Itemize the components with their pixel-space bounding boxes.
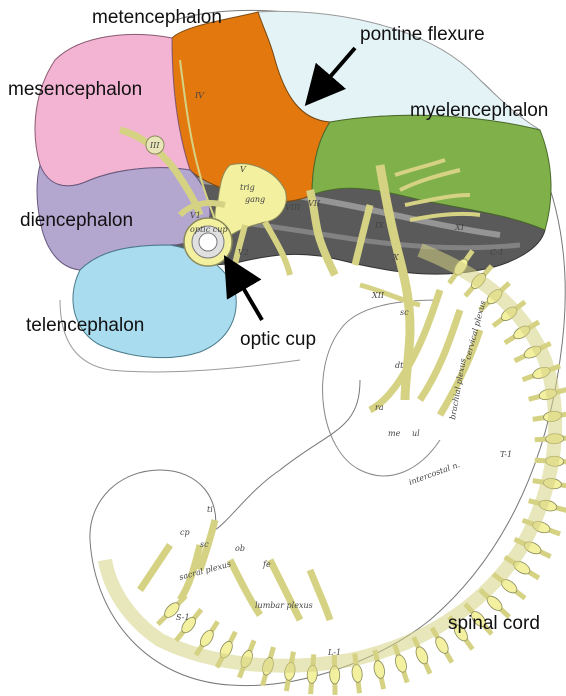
optic-cup-label: optic cup [240,330,316,349]
small-label-sc: sc [200,540,209,549]
sacral-plexus [140,520,215,600]
lumbar-plexus [230,560,330,620]
nerve-III-label: III [149,141,160,150]
segment-t1-label: T-1 [500,450,512,459]
small-label-ra: ra [375,403,384,412]
lumbar-plexus-label: lumbar plexus [255,601,313,610]
small-label-dt: dt [395,361,404,370]
nerve-V1-label: V1 [190,211,201,220]
small-label-sc2: sc [400,308,409,317]
nerve-XI-label: XI [454,223,465,232]
inner-cavity-outline [323,300,440,476]
nerve-V2-label: V2 [238,248,249,257]
diencephalon-label: diencephalon [20,211,133,230]
nerve-VII-label: VII [308,199,321,208]
segment-l1-label: L-1 [327,648,341,657]
mesencephalon-label: mesencephalon [8,80,142,99]
spinal-cord-label: spinal cord [448,614,540,633]
segment-s1-label: S-1 [176,613,190,622]
nerve-IX-label: IX [374,221,384,230]
segment-c1-label: C-1 [490,248,504,257]
spinal-ganglion [372,660,386,680]
spinal-ganglion [351,664,363,683]
optic-cup-inner-label: optic cup [190,225,228,234]
metencephalon-label: metencephalon [92,8,222,27]
small-label-me: me [388,429,401,438]
nerve-VIII-label: VIII [285,203,301,212]
pontine-flexure-label: pontine flexure [360,25,485,44]
trig-label-1: trig [240,183,255,192]
trig-label-2: gang [245,195,265,204]
small-label-ti: ti [207,505,213,514]
brachial-plexus [370,290,480,415]
nerve-XII-label: XII [371,291,385,300]
nerve-IV-label: IV [194,91,205,100]
spinal-ganglion [393,653,408,673]
myelencephalon-label: myelencephalon [410,101,548,120]
nerve-X-label: X [392,253,399,262]
small-label-ul: ul [412,429,420,438]
small-label-cp: cp [180,528,190,537]
intercostal-label: intercostal n. [408,460,462,487]
small-label-ob: ob [235,544,245,553]
telencephalon-label: telencephalon [26,316,144,335]
small-label-fe: fe [262,560,271,569]
